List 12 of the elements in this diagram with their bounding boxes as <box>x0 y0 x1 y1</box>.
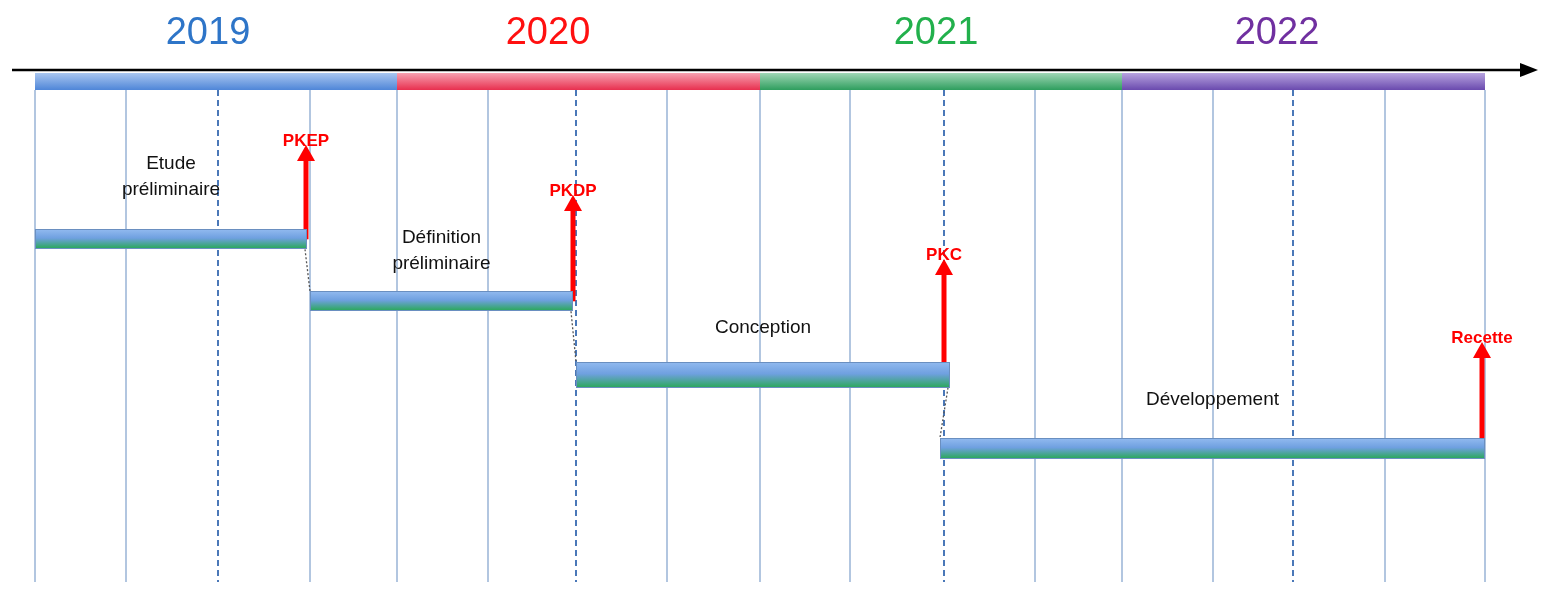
milestone-label: Recette <box>1451 328 1513 348</box>
year-label: 2019 <box>165 10 251 53</box>
phase-label: Définition préliminaire <box>391 225 492 275</box>
year-label: 2020 <box>505 10 591 53</box>
phase-label: Etude préliminaire <box>120 151 222 201</box>
year-label: 2022 <box>1234 10 1320 53</box>
year-label: 2021 <box>893 10 979 53</box>
phase-label: Conception <box>714 315 812 339</box>
milestone-label: PKDP <box>549 181 597 201</box>
phase-label: Développement <box>1145 387 1280 411</box>
milestone-label: PKC <box>926 245 962 265</box>
milestone-label: PKEP <box>282 131 330 151</box>
